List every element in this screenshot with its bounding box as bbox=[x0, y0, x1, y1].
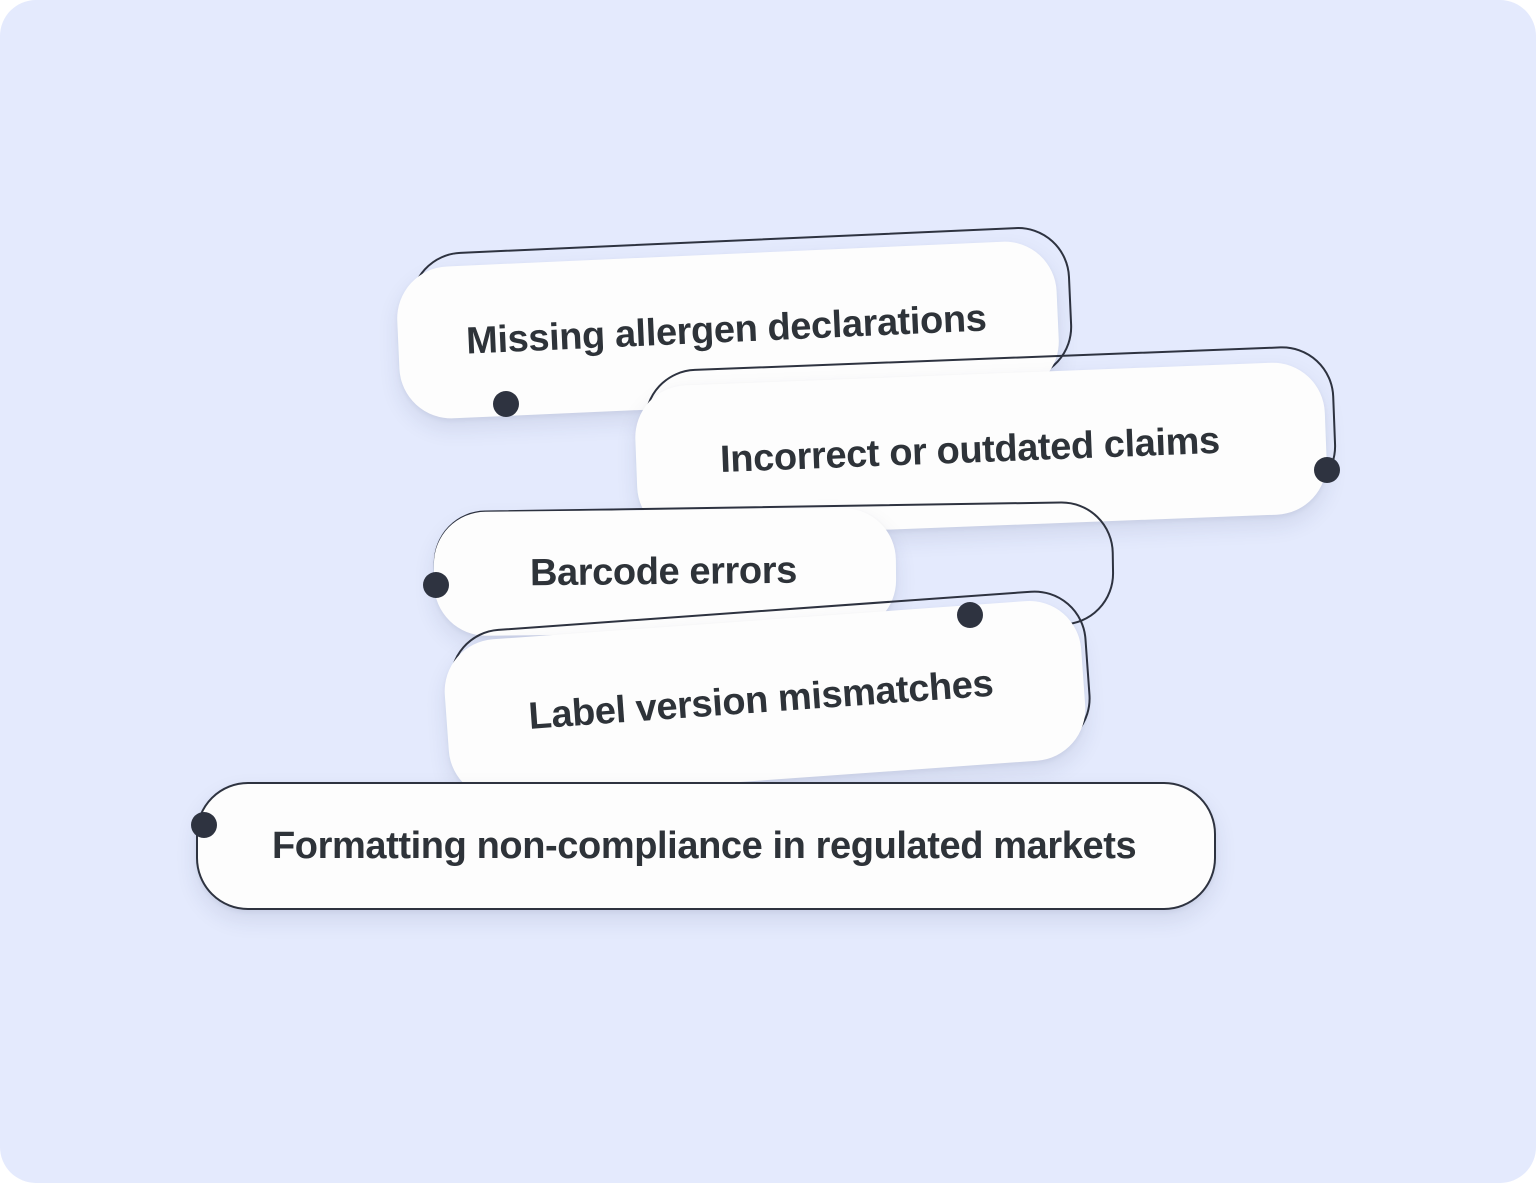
card-label: Barcode errors bbox=[529, 549, 798, 594]
node-dot-formatting-non-compliance[interactable] bbox=[191, 812, 217, 838]
issue-card-label-version-mismatches[interactable]: Label version mismatches bbox=[441, 586, 1095, 803]
card-label: Label version mismatches bbox=[527, 662, 995, 738]
node-dot-missing-allergen-declarations[interactable] bbox=[493, 391, 519, 417]
issue-card-formatting-non-compliance-in-regulated-markets[interactable]: Formatting non-compliance in regulated m… bbox=[196, 782, 1216, 910]
card-label: Missing allergen declarations bbox=[465, 297, 988, 363]
card-label: Formatting non-compliance in regulated m… bbox=[272, 824, 1137, 867]
node-dot-barcode-errors[interactable] bbox=[423, 572, 449, 598]
card-label: Incorrect or outdated claims bbox=[719, 419, 1221, 481]
node-dot-label-version-mismatches[interactable] bbox=[957, 602, 983, 628]
card-face: Formatting non-compliance in regulated m… bbox=[196, 782, 1216, 910]
node-dot-incorrect-or-outdated-claims[interactable] bbox=[1314, 457, 1340, 483]
